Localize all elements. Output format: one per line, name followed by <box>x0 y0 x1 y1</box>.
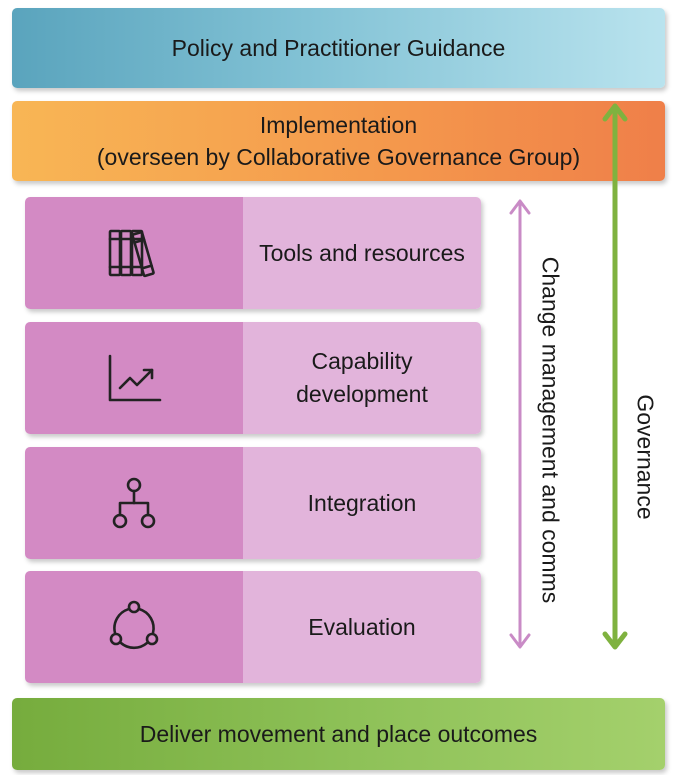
card-capability-development: Capability development <box>25 322 481 434</box>
deliver-outcomes-label: Deliver movement and place outcomes <box>139 721 538 747</box>
line-chart-icon <box>104 348 164 408</box>
card-evaluation: Evaluation <box>25 571 481 683</box>
policy-guidance-label: Policy and Practitioner Guidance <box>171 35 506 61</box>
card-label: Evaluation <box>308 613 416 640</box>
card-label-panel: Capability development <box>243 322 481 434</box>
card-label: development <box>296 381 428 407</box>
deliver-outcomes-bar: Deliver movement and place outcomes <box>12 698 665 770</box>
card-label: Integration <box>307 489 417 516</box>
policy-guidance-bar: Policy and Practitioner Guidance <box>12 8 665 88</box>
card-integration: Integration <box>25 447 481 559</box>
books-icon <box>104 223 164 283</box>
card-label: Tools and resources <box>259 239 465 266</box>
change-management-arrow <box>509 199 531 649</box>
card-icon-panel <box>25 197 243 309</box>
cycle-icon <box>104 597 164 657</box>
card-tools-and-resources: Tools and resources <box>25 197 481 309</box>
governance-arrow <box>602 103 628 650</box>
card-icon-panel <box>25 447 243 559</box>
hierarchy-icon <box>104 473 164 533</box>
card-icon-panel <box>25 571 243 683</box>
card-label-panel: Evaluation <box>243 571 481 683</box>
card-label-panel: Integration <box>243 447 481 559</box>
card-label: Capability <box>311 348 413 374</box>
card-label-panel: Tools and resources <box>243 197 481 309</box>
governance-label: Governance <box>632 394 659 520</box>
change-management-label: Change management and comms <box>537 256 564 604</box>
card-icon-panel <box>25 322 243 434</box>
implementation-subtitle: (overseen by Collaborative Governance Gr… <box>96 144 581 170</box>
implementation-bar: Implementation (overseen by Collaborativ… <box>12 101 665 181</box>
implementation-title: Implementation <box>259 112 418 138</box>
